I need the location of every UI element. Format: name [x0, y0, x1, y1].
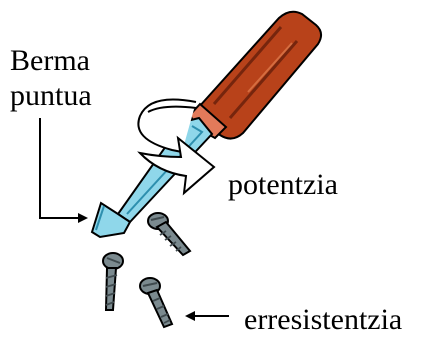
screw-icon	[103, 253, 123, 310]
pivot-arrow	[40, 118, 86, 218]
screw-icon	[148, 213, 190, 255]
pivot-label-line2: puntua	[10, 79, 92, 113]
resistance-label: erresistentzia	[244, 303, 402, 337]
screw-icon	[140, 278, 172, 327]
pivot-label-line1: Berma	[10, 44, 90, 78]
force-label: potentzia	[228, 168, 338, 202]
